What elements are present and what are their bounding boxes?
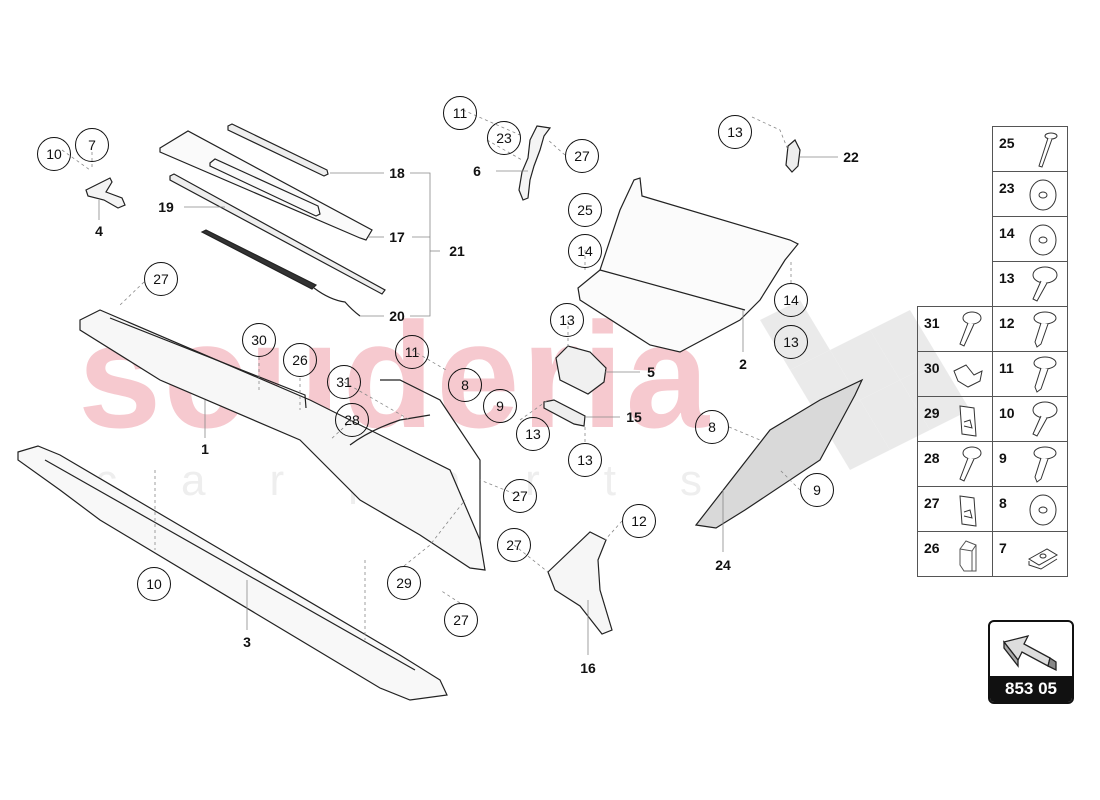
part-label-19[interactable]: 19 <box>158 199 174 215</box>
callout-25[interactable]: 25 <box>568 193 602 227</box>
part-label-24[interactable]: 24 <box>715 557 731 573</box>
part-label-16[interactable]: 16 <box>580 660 596 676</box>
callout-27[interactable]: 27 <box>503 479 537 513</box>
callout-12[interactable]: 12 <box>622 504 656 538</box>
legend-ref: 28 <box>924 450 940 466</box>
legend-cell-30[interactable]: 30 <box>917 351 993 397</box>
part-label-18[interactable]: 18 <box>389 165 405 181</box>
legend-cell-7[interactable]: 7 <box>992 531 1068 577</box>
legend-ref: 31 <box>924 315 940 331</box>
legend-cell-14[interactable]: 14 <box>992 216 1068 262</box>
legend-cell-8[interactable]: 8 <box>992 486 1068 532</box>
arrow-icon <box>1002 635 1057 672</box>
part-15-bracket <box>543 399 586 427</box>
part-label-17[interactable]: 17 <box>389 229 405 245</box>
part-label-4[interactable]: 4 <box>95 223 103 239</box>
part-label-3[interactable]: 3 <box>243 634 251 650</box>
part-2-wheelhouse-panel <box>577 177 799 353</box>
reference-box[interactable]: 853 05 <box>988 620 1074 704</box>
legend-ref: 14 <box>999 225 1015 241</box>
legend-ref: 29 <box>924 405 940 421</box>
legend-ref: 26 <box>924 540 940 556</box>
legend-ref: 9 <box>999 450 1007 466</box>
part-label-5[interactable]: 5 <box>647 364 655 380</box>
callout-11[interactable]: 11 <box>443 96 477 130</box>
part-4-bracket <box>85 177 126 209</box>
callout-29[interactable]: 29 <box>387 566 421 600</box>
part-19-strip <box>169 173 386 295</box>
part-17-sill-cover <box>159 130 373 241</box>
legend-cell-10[interactable]: 10 <box>992 396 1068 442</box>
legend-ref: 7 <box>999 540 1007 556</box>
callout-10[interactable]: 10 <box>37 137 71 171</box>
legend-cell-29[interactable]: 29 <box>917 396 993 442</box>
callout-7[interactable]: 7 <box>75 128 109 162</box>
part-3-lower-sill <box>17 445 448 701</box>
legend-cell-28[interactable]: 28 <box>917 441 993 487</box>
legend-cell-25[interactable]: 25 <box>992 126 1068 172</box>
legend-cell-27[interactable]: 27 <box>917 486 993 532</box>
callout-13[interactable]: 13 <box>568 443 602 477</box>
callout-27[interactable]: 27 <box>444 603 478 637</box>
legend-cell-9[interactable]: 9 <box>992 441 1068 487</box>
legend-cell-11[interactable]: 11 <box>992 351 1068 397</box>
legend-cell-31[interactable]: 31 <box>917 306 993 352</box>
callout-27[interactable]: 27 <box>565 139 599 173</box>
legend-ref: 27 <box>924 495 940 511</box>
legend-cell-23[interactable]: 23 <box>992 171 1068 217</box>
part-5-bracket <box>555 345 607 395</box>
legend-ref: 13 <box>999 270 1015 286</box>
callout-14[interactable]: 14 <box>774 283 808 317</box>
reference-code: 853 05 <box>990 676 1072 702</box>
legend-ref: 30 <box>924 360 940 376</box>
part-24-mesh-panel <box>694 378 864 529</box>
legend-cell-12[interactable]: 12 <box>992 306 1068 352</box>
part-6-bracket <box>518 125 552 201</box>
legend-empty-cell <box>918 217 993 262</box>
callout-11[interactable]: 11 <box>395 335 429 369</box>
parts-legend-table: 25 23 14 13 31 12 30 11 29 10 28 9 27 8 26 7 <box>917 126 1068 577</box>
part-label-15[interactable]: 15 <box>626 409 642 425</box>
callout-10[interactable]: 10 <box>137 567 171 601</box>
part-20-led-strip <box>200 229 361 317</box>
part-1-sill <box>79 309 486 571</box>
callout-8[interactable]: 8 <box>448 368 482 402</box>
callout-27[interactable]: 27 <box>497 528 531 562</box>
part-22-clip <box>785 139 801 173</box>
callout-30[interactable]: 30 <box>242 323 276 357</box>
callout-28[interactable]: 28 <box>335 403 369 437</box>
legend-ref: 25 <box>999 135 1015 151</box>
part-18-trim <box>227 123 329 177</box>
callout-13[interactable]: 13 <box>774 325 808 359</box>
legend-empty-cell <box>918 172 993 217</box>
part-label-22[interactable]: 22 <box>843 149 859 165</box>
callout-27[interactable]: 27 <box>144 262 178 296</box>
callout-13[interactable]: 13 <box>718 115 752 149</box>
part-label-6[interactable]: 6 <box>473 163 481 179</box>
part-16-trim <box>547 531 613 635</box>
part-label-1[interactable]: 1 <box>201 441 209 457</box>
legend-ref: 23 <box>999 180 1015 196</box>
callout-23[interactable]: 23 <box>487 121 521 155</box>
part-label-2[interactable]: 2 <box>739 356 747 372</box>
part-label-21[interactable]: 21 <box>449 243 465 259</box>
callout-8[interactable]: 8 <box>695 410 729 444</box>
legend-ref: 10 <box>999 405 1015 421</box>
callout-13[interactable]: 13 <box>550 303 584 337</box>
callout-9[interactable]: 9 <box>800 473 834 507</box>
callout-9[interactable]: 9 <box>483 389 517 423</box>
callout-14[interactable]: 14 <box>568 234 602 268</box>
legend-cell-26[interactable]: 26 <box>917 531 993 577</box>
part-label-20[interactable]: 20 <box>389 308 405 324</box>
callout-26[interactable]: 26 <box>283 343 317 377</box>
legend-ref: 8 <box>999 495 1007 511</box>
legend-empty-cell <box>918 127 993 172</box>
callout-13[interactable]: 13 <box>516 417 550 451</box>
callout-31[interactable]: 31 <box>327 365 361 399</box>
legend-ref: 12 <box>999 315 1015 331</box>
legend-cell-13[interactable]: 13 <box>992 261 1068 307</box>
legend-ref: 11 <box>999 360 1014 376</box>
legend-empty-cell <box>918 262 993 307</box>
